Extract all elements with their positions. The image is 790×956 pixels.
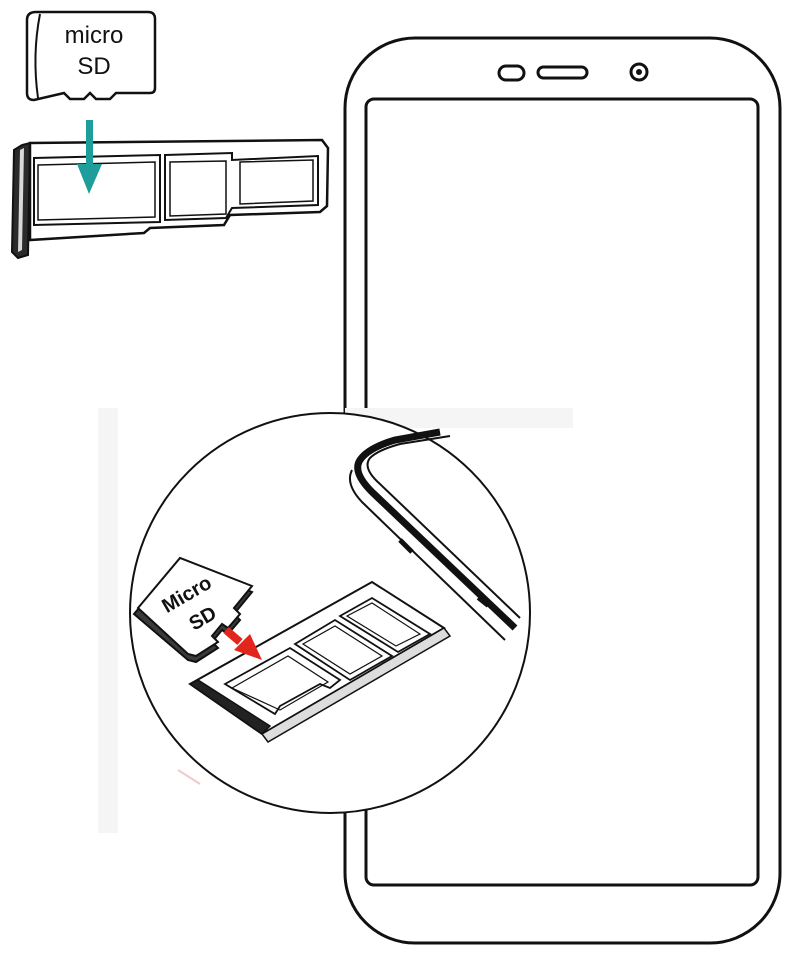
insert-arrow-icon	[223, 626, 262, 660]
tray-cap-highlight	[18, 148, 24, 252]
zoom-slot-nano-inner	[345, 602, 422, 647]
zoom-slot-sim	[293, 618, 394, 682]
tray-frame	[28, 138, 330, 242]
earpiece-icon	[536, 65, 589, 80]
down-arrow-icon	[77, 120, 102, 194]
tray-slot-nano	[239, 159, 314, 205]
sd-card-outline	[25, 10, 157, 102]
zoom-backdrop-left	[98, 408, 118, 833]
top-sim-tray	[10, 138, 330, 260]
tray-slot-microsd	[33, 153, 161, 227]
zoom-phone-edge-back	[349, 469, 506, 641]
sd-card-label-line1: micro	[65, 22, 124, 49]
zoom-backdrop-top	[345, 408, 573, 428]
sd-card-label-line2: SD	[77, 53, 110, 80]
zoom-phone-edge-inner	[366, 435, 521, 619]
zoom-phone-button	[398, 538, 414, 554]
proximity-sensor-icon	[497, 64, 526, 82]
zoom-circle	[129, 412, 531, 814]
zoom-inset: Micro SD	[98, 408, 573, 833]
down-arrow-head	[77, 164, 102, 194]
tray-slot-sim	[164, 151, 319, 222]
zoom-phone-corner	[349, 428, 521, 641]
zoom-phone-edge-outer	[354, 428, 518, 631]
zoom-slot-nano	[338, 596, 432, 654]
zoom-sim-tray	[188, 580, 452, 743]
insert-arrow-shaft	[223, 626, 243, 646]
sd-card-edge	[34, 13, 41, 99]
top-sd-card: micro SD	[25, 10, 157, 102]
zoom-slot-microsd	[223, 646, 342, 716]
tray-slot-microsd-inner	[37, 161, 156, 221]
down-arrow-shaft	[86, 120, 93, 168]
faint-mark	[177, 769, 201, 785]
tray-slot-sim-inner	[169, 160, 227, 217]
front-camera-lens-icon	[636, 69, 642, 75]
zoom-sd-card-face	[136, 556, 254, 658]
front-camera-icon	[629, 62, 649, 82]
zoom-phone-port	[476, 596, 490, 608]
zoom-slot-sim-inner	[301, 625, 384, 675]
zoom-tray-cap	[188, 679, 272, 735]
zoom-slot-microsd-inner	[230, 655, 330, 711]
zoom-tray-side	[260, 627, 452, 743]
zoom-sd-card: Micro SD	[132, 556, 254, 664]
insert-arrow-head	[234, 634, 262, 660]
